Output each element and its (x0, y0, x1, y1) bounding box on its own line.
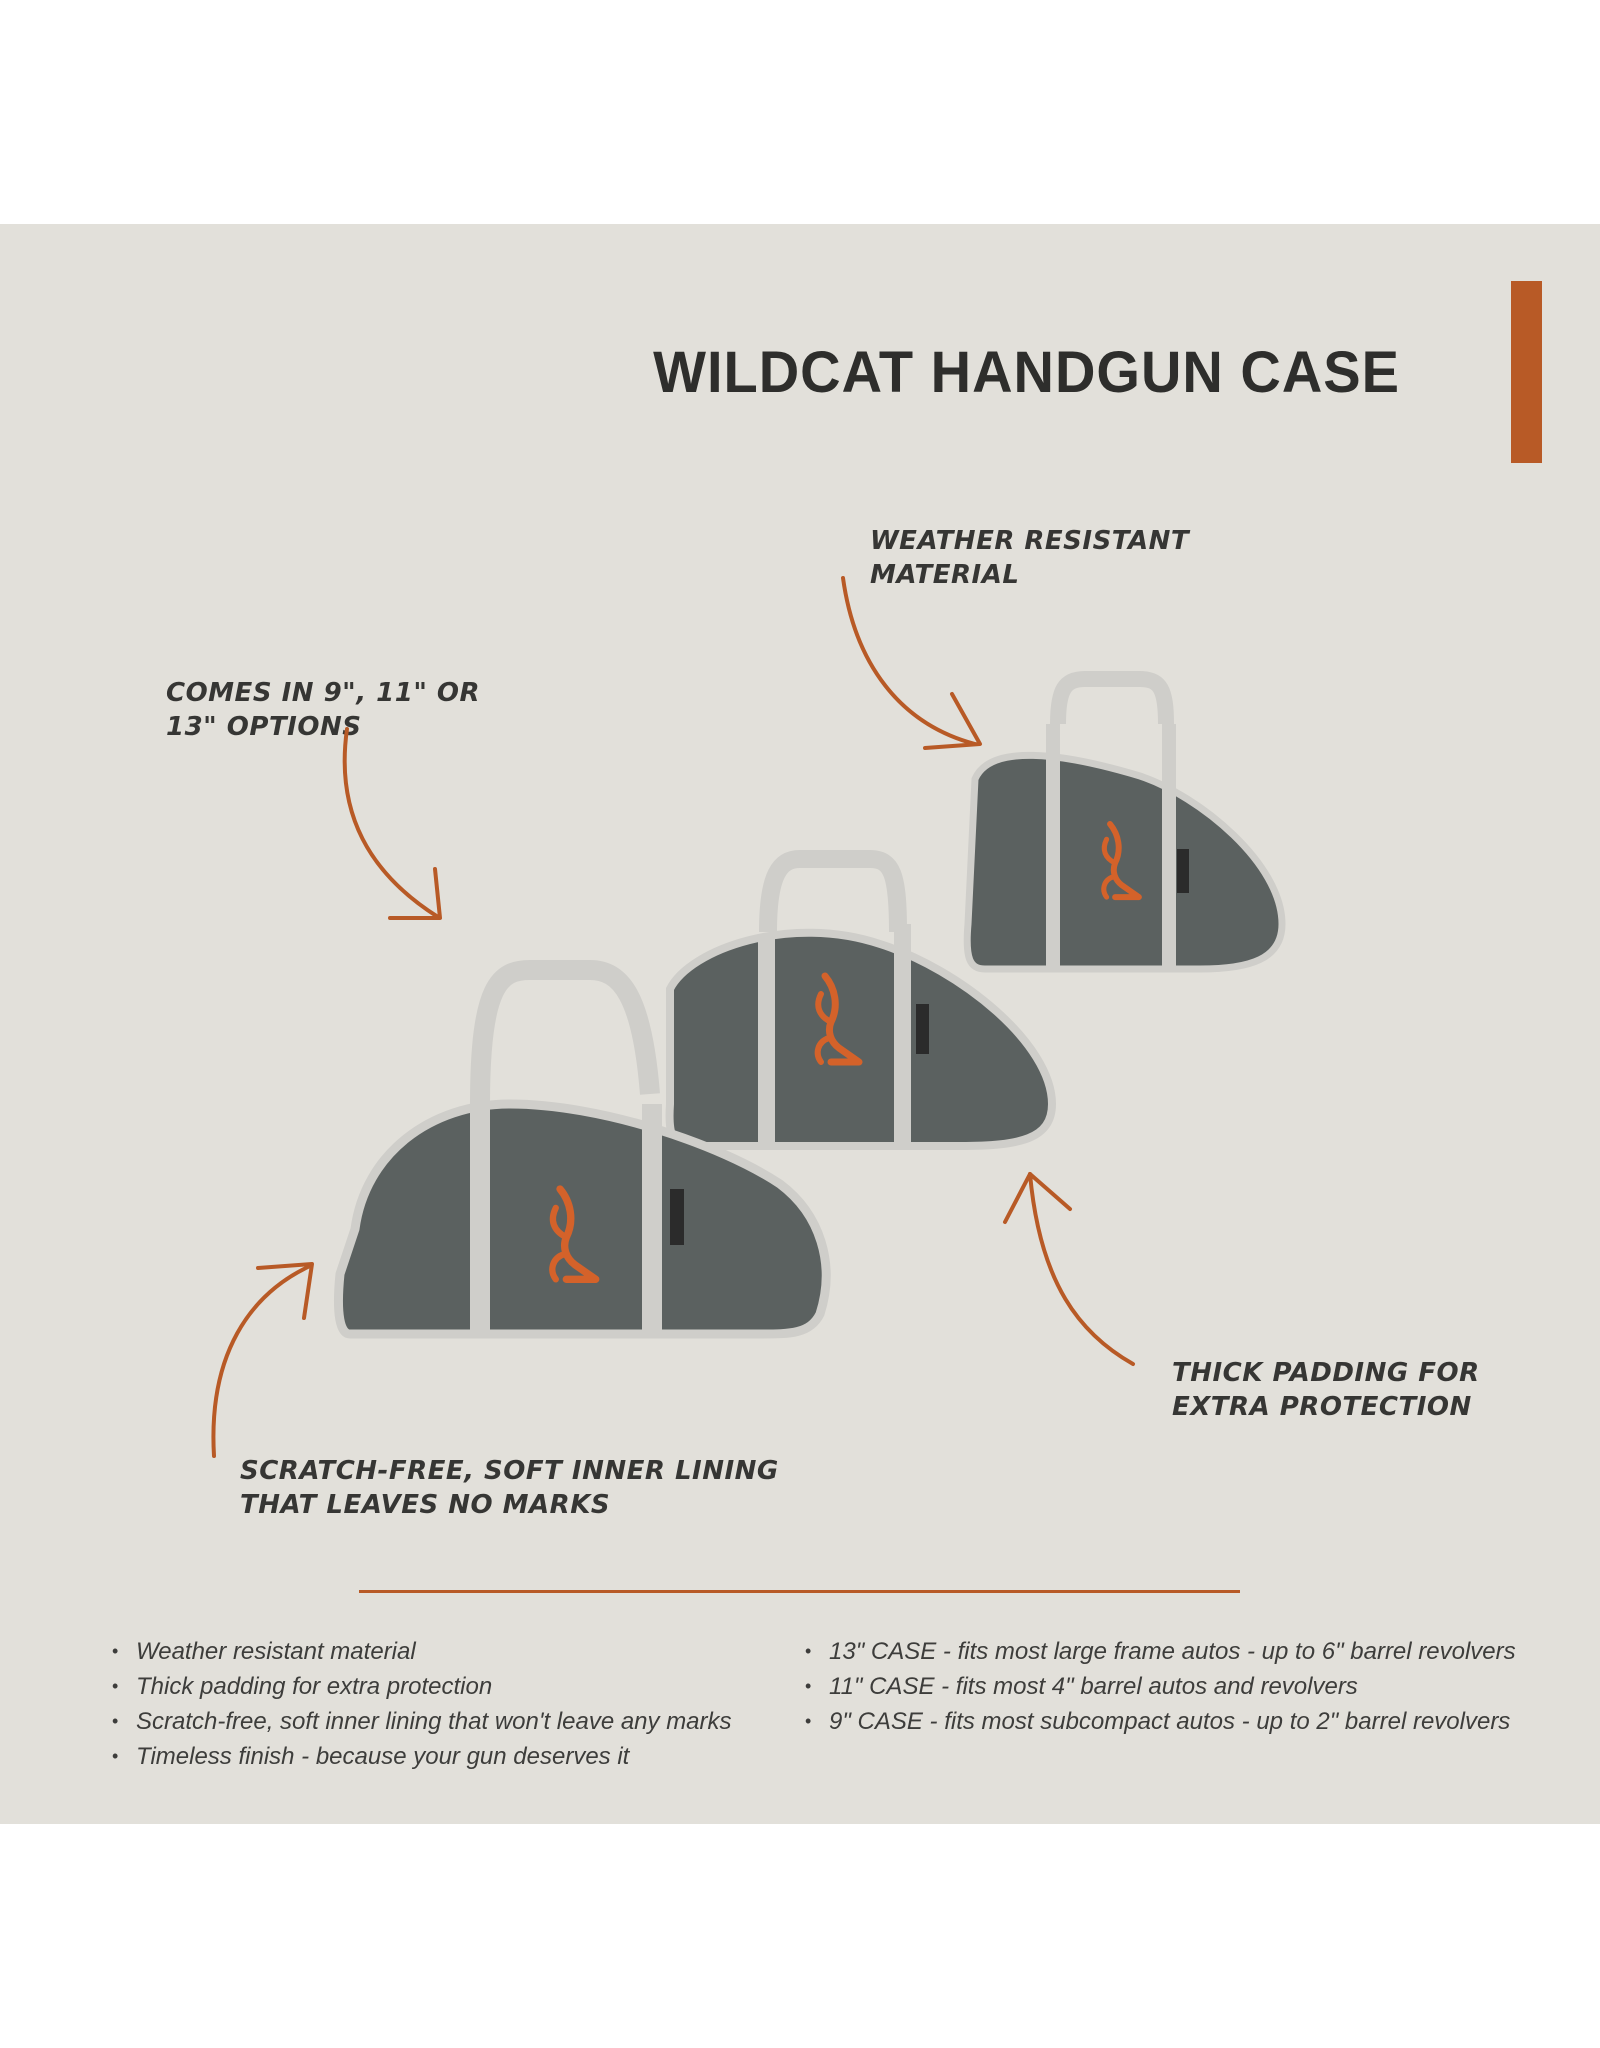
list-item: Weather resistant material (112, 1634, 732, 1669)
product-panel: WILDCAT HANDGUN CASE WEATHER RESISTANT M… (0, 224, 1600, 1824)
arrow-lining (211, 1262, 314, 1458)
callout-weather: WEATHER RESISTANT MATERIAL (870, 524, 1189, 592)
callout-padding-line-2: EXTRA PROTECTION (1172, 1392, 1472, 1422)
callout-weather-line-2: MATERIAL (870, 560, 1020, 590)
callout-sizes: COMES IN 9", 11" OR 13" OPTIONS (166, 676, 480, 744)
list-item: 13" CASE - fits most large frame autos -… (805, 1634, 1516, 1669)
callout-weather-line-1: WEATHER RESISTANT (870, 526, 1190, 556)
callout-padding-line-1: THICK PADDING FOR (1172, 1358, 1480, 1388)
arrow-sizes (342, 727, 442, 920)
callout-sizes-line-1: COMES IN 9", 11" OR (166, 678, 481, 708)
features-list-left: Weather resistant material Thick padding… (112, 1634, 732, 1774)
list-item: 9" CASE - fits most subcompact autos - u… (805, 1704, 1516, 1739)
handgun-case-large (333, 960, 831, 1339)
callout-padding: THICK PADDING FOR EXTRA PROTECTION (1172, 1356, 1480, 1424)
callout-lining: SCRATCH-FREE, SOFT INNER LINING THAT LEA… (240, 1454, 779, 1522)
features-list-right: 13" CASE - fits most large frame autos -… (805, 1634, 1516, 1739)
callout-sizes-line-2: 13" OPTIONS (166, 712, 362, 742)
list-item: 11" CASE - fits most 4" barrel autos and… (805, 1669, 1516, 1704)
title-block: WILDCAT HANDGUN CASE (653, 338, 1400, 405)
product-illustration (211, 576, 1286, 1458)
list-item: Scratch-free, soft inner lining that won… (112, 1704, 732, 1739)
list-item: Thick padding for extra protection (112, 1669, 732, 1704)
section-divider (359, 1590, 1240, 1593)
callout-lining-line-2: THAT LEAVES NO MARKS (240, 1490, 611, 1520)
arrow-weather (841, 576, 982, 750)
list-item: Timeless finish - because your gun deser… (112, 1739, 732, 1774)
accent-bar (1511, 281, 1542, 463)
page-title: WILDCAT HANDGUN CASE (653, 338, 1400, 405)
handgun-case-small (963, 671, 1286, 973)
callout-lining-line-1: SCRATCH-FREE, SOFT INNER LINING (240, 1456, 779, 1486)
arrow-padding (1003, 1172, 1135, 1366)
